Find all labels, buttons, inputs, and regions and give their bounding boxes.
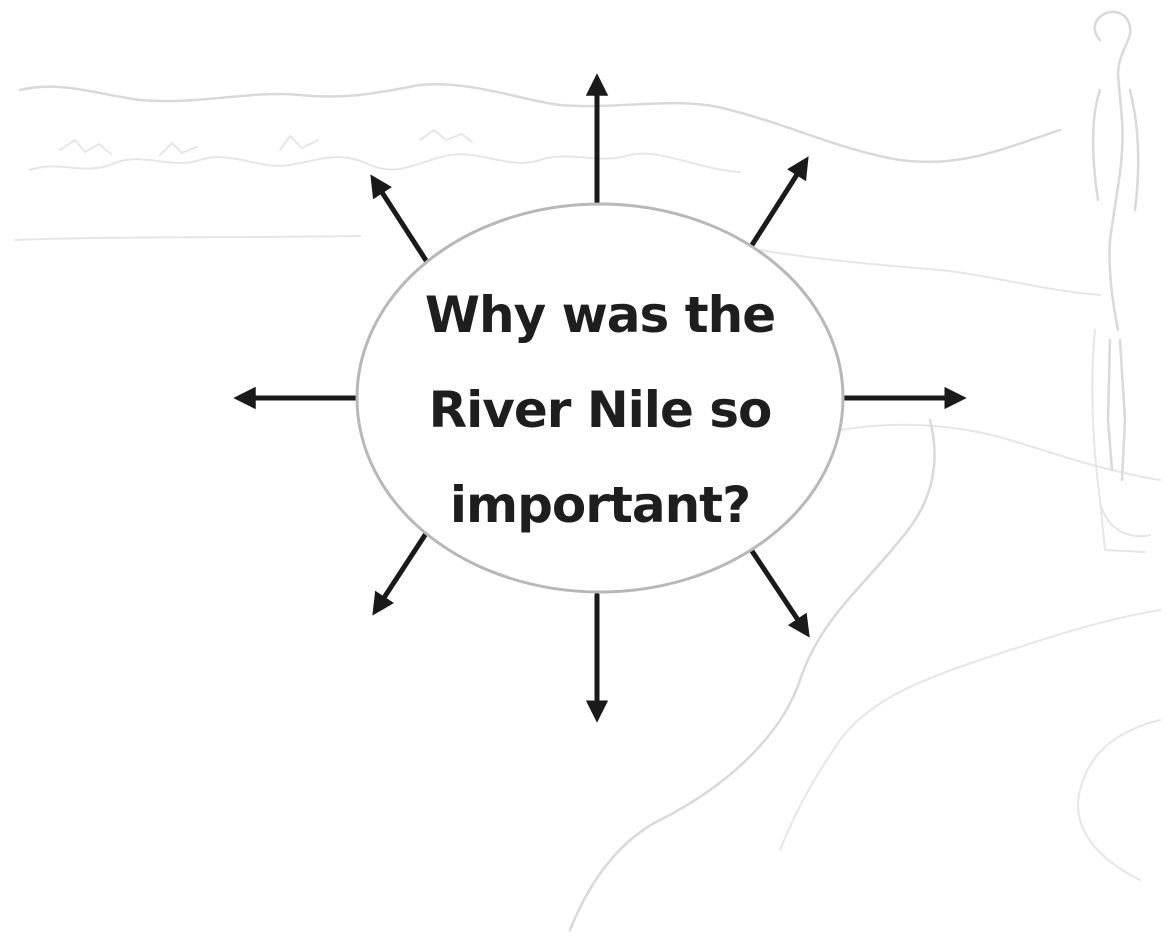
mountain-ridge-line xyxy=(20,84,1060,162)
arrow-down-right xyxy=(752,551,806,632)
river-bank-line-2 xyxy=(840,425,1160,480)
riverbank-cliff-line-3 xyxy=(1078,720,1160,880)
central-question: Why was the River Nile so important? xyxy=(410,268,790,553)
question-line-2: River Nile so xyxy=(410,363,790,458)
horizon-line xyxy=(15,236,360,240)
river-bank-line xyxy=(760,250,1100,295)
arrow-up-left xyxy=(374,180,427,262)
arrow-up-right xyxy=(752,162,805,245)
question-line-3: important? xyxy=(410,458,790,553)
mountain-ridge-line-3 xyxy=(60,130,472,155)
riverbank-cliff-line-2 xyxy=(780,610,1160,850)
question-line-1: Why was the xyxy=(410,268,790,363)
mountain-ridge-line-2 xyxy=(30,154,740,172)
standing-figure-sketch xyxy=(1093,12,1138,480)
